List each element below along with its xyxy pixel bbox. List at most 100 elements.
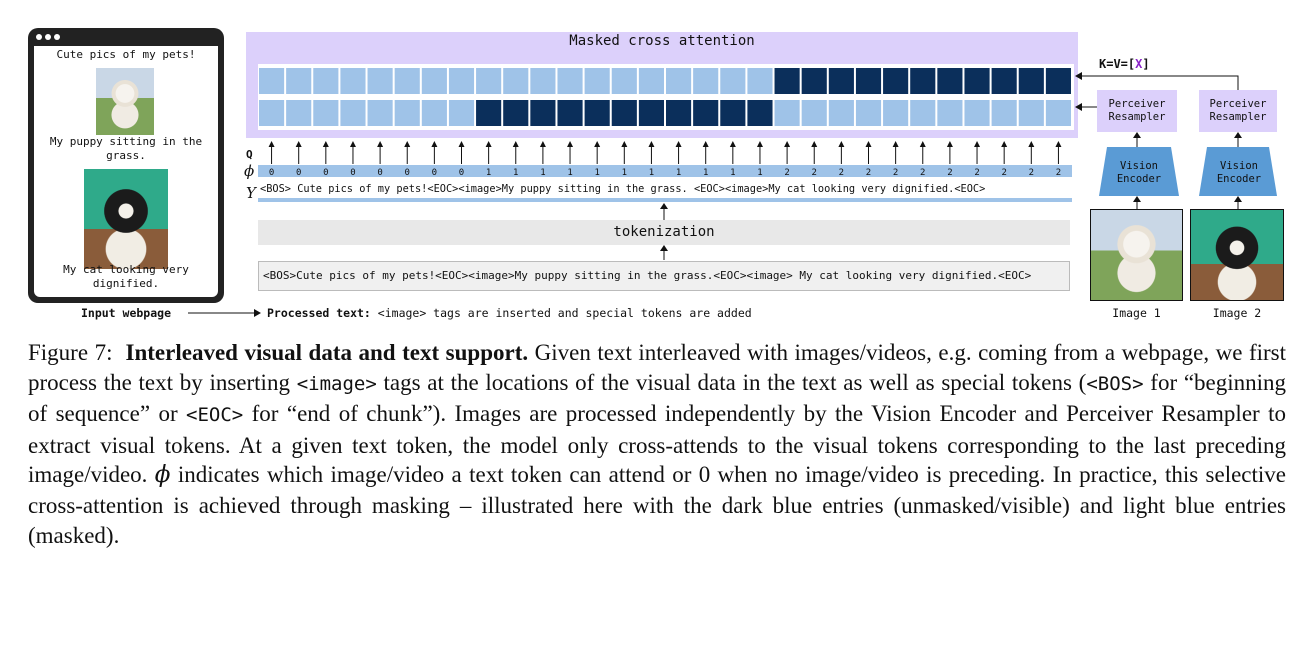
phi-value: 1 xyxy=(757,168,762,177)
query-arrowhead xyxy=(1028,141,1035,147)
query-arrowhead xyxy=(1055,141,1062,147)
processed-label-rest: <image> tags are inserted and special to… xyxy=(377,306,752,320)
attention-cell xyxy=(883,68,909,94)
attention-cell xyxy=(855,100,882,126)
attention-cell xyxy=(259,68,285,94)
dog-photo xyxy=(96,68,154,135)
attention-grid xyxy=(259,68,1071,126)
attention-cell xyxy=(394,68,420,94)
kv-label: K=V=[X] xyxy=(1099,57,1150,71)
attention-cell xyxy=(259,100,285,126)
image-1-photo xyxy=(1090,209,1183,301)
phi-value: 2 xyxy=(920,168,925,177)
vision-encoders xyxy=(1099,147,1277,196)
query-arrowhead xyxy=(838,141,845,147)
attention-cell xyxy=(530,68,556,94)
arrow-up-icon xyxy=(660,203,668,220)
image-1-label: Image 1 xyxy=(1112,306,1161,320)
attention-cell xyxy=(910,68,936,94)
phi-value: 0 xyxy=(269,168,274,177)
attention-cell xyxy=(421,68,447,94)
attention-cell xyxy=(883,100,909,126)
phi-value: 1 xyxy=(649,168,654,177)
kv-label-suffix: ] xyxy=(1142,57,1150,71)
query-arrowhead xyxy=(431,141,438,147)
query-arrowhead xyxy=(919,141,926,147)
perceiver-resampler-2: Perceiver Resampler xyxy=(1199,90,1277,132)
query-arrowhead xyxy=(539,141,546,147)
phi-value: 2 xyxy=(812,168,817,177)
encoder-arrows xyxy=(1133,196,1242,209)
query-arrowhead xyxy=(349,141,356,147)
attention-cell xyxy=(340,100,366,126)
attention-cell xyxy=(855,68,882,94)
attention-cell xyxy=(611,100,637,126)
resampler-label-1: Perceiver Resampler xyxy=(1108,98,1166,123)
attention-cell xyxy=(1018,100,1044,126)
input-webpage-label: Input webpage xyxy=(80,306,171,320)
attention-cell xyxy=(693,100,719,126)
vision-encoder-1-shape xyxy=(1099,147,1179,196)
phi-value: 2 xyxy=(1001,168,1006,177)
caption-title: Interleaved visual data and text support… xyxy=(125,340,529,365)
attention-cell xyxy=(503,100,529,126)
query-arrowhead xyxy=(295,141,302,147)
image-2-photo xyxy=(1190,209,1284,301)
phi-value: 1 xyxy=(594,168,599,177)
attention-cell xyxy=(991,68,1017,94)
attention-cell xyxy=(286,68,312,94)
attention-cell xyxy=(774,100,800,126)
phi-value: 1 xyxy=(622,168,627,177)
phi-value: 2 xyxy=(893,168,898,177)
query-arrowhead xyxy=(322,141,329,147)
y-label: Y xyxy=(246,184,256,202)
attention-cell xyxy=(584,100,610,126)
window-dot-icon xyxy=(54,34,60,40)
attention-cell xyxy=(557,100,583,126)
query-arrowhead xyxy=(702,141,709,147)
attention-cell xyxy=(313,100,339,126)
query-arrowhead xyxy=(946,141,953,147)
phi-strip xyxy=(258,165,1072,177)
query-arrowhead xyxy=(974,141,981,147)
phi-value: 2 xyxy=(866,168,871,177)
attention-cell xyxy=(313,68,339,94)
query-arrowhead xyxy=(648,141,655,147)
attention-cell xyxy=(476,68,502,94)
phi-value: 0 xyxy=(323,168,328,177)
attention-cell xyxy=(1045,68,1071,94)
query-arrowhead xyxy=(892,141,899,147)
attention-cell xyxy=(557,68,583,94)
caption-figure-number: Figure 7: xyxy=(28,340,113,365)
phi-value: 1 xyxy=(513,168,518,177)
attention-cell xyxy=(964,68,990,94)
kv-label-x: X xyxy=(1135,57,1143,71)
query-arrowhead xyxy=(675,141,682,147)
attention-cell xyxy=(584,68,610,94)
phi-value: 0 xyxy=(459,168,464,177)
query-arrowhead xyxy=(458,141,465,147)
attention-cell xyxy=(367,100,393,126)
caption-text-3: for “beginning of sequence” or xyxy=(28,369,1287,427)
query-arrowhead xyxy=(1001,141,1008,147)
attention-cell xyxy=(340,68,366,94)
attention-matrix xyxy=(258,64,1074,130)
attention-cell xyxy=(666,100,692,126)
query-arrowhead xyxy=(512,141,519,147)
caption-code-image: <image> xyxy=(296,372,377,395)
webpage-caption-3: My cat looking very dignified. xyxy=(63,263,189,290)
token-text: <BOS> Cute pics of my pets!<EOC><image>M… xyxy=(260,183,986,195)
attention-cell xyxy=(801,68,827,94)
vision-encoder-label-1: Vision Encoder xyxy=(1116,160,1162,185)
attention-cell xyxy=(503,68,529,94)
query-arrowhead xyxy=(404,141,411,147)
phi-label: ϕ xyxy=(244,162,255,180)
attention-cell xyxy=(394,100,420,126)
phi-value: 2 xyxy=(974,168,979,177)
attention-cell xyxy=(1045,100,1071,126)
attention-cell xyxy=(286,100,312,126)
query-arrowhead xyxy=(811,141,818,147)
arrow-up-icon xyxy=(660,245,668,260)
attention-cell xyxy=(638,68,664,94)
